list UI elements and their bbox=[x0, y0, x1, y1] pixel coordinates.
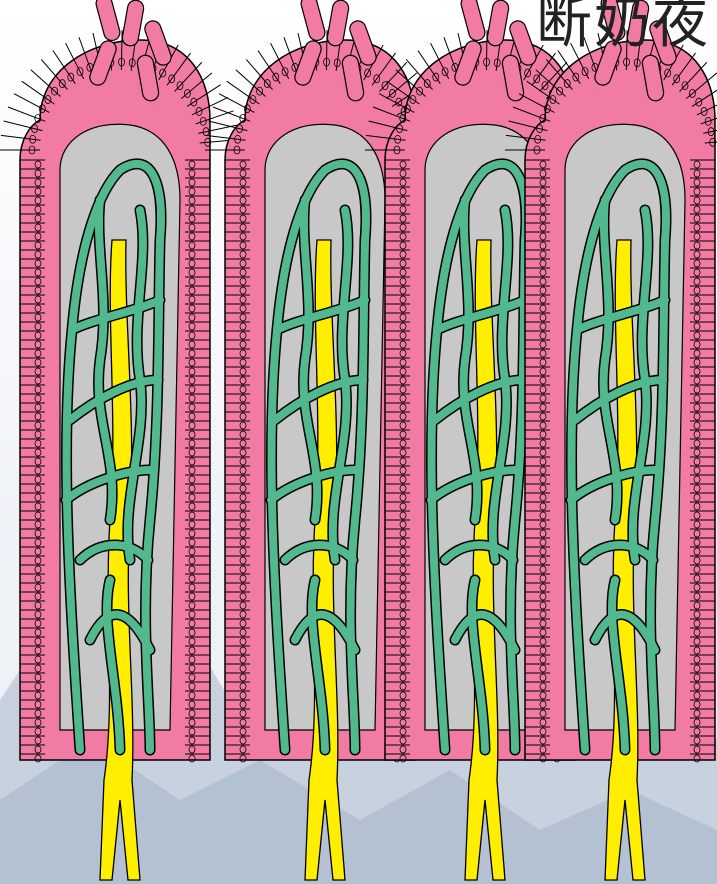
header-text: 断奶夜 bbox=[536, 0, 710, 59]
villus bbox=[505, 0, 717, 880]
villus bbox=[0, 0, 240, 880]
